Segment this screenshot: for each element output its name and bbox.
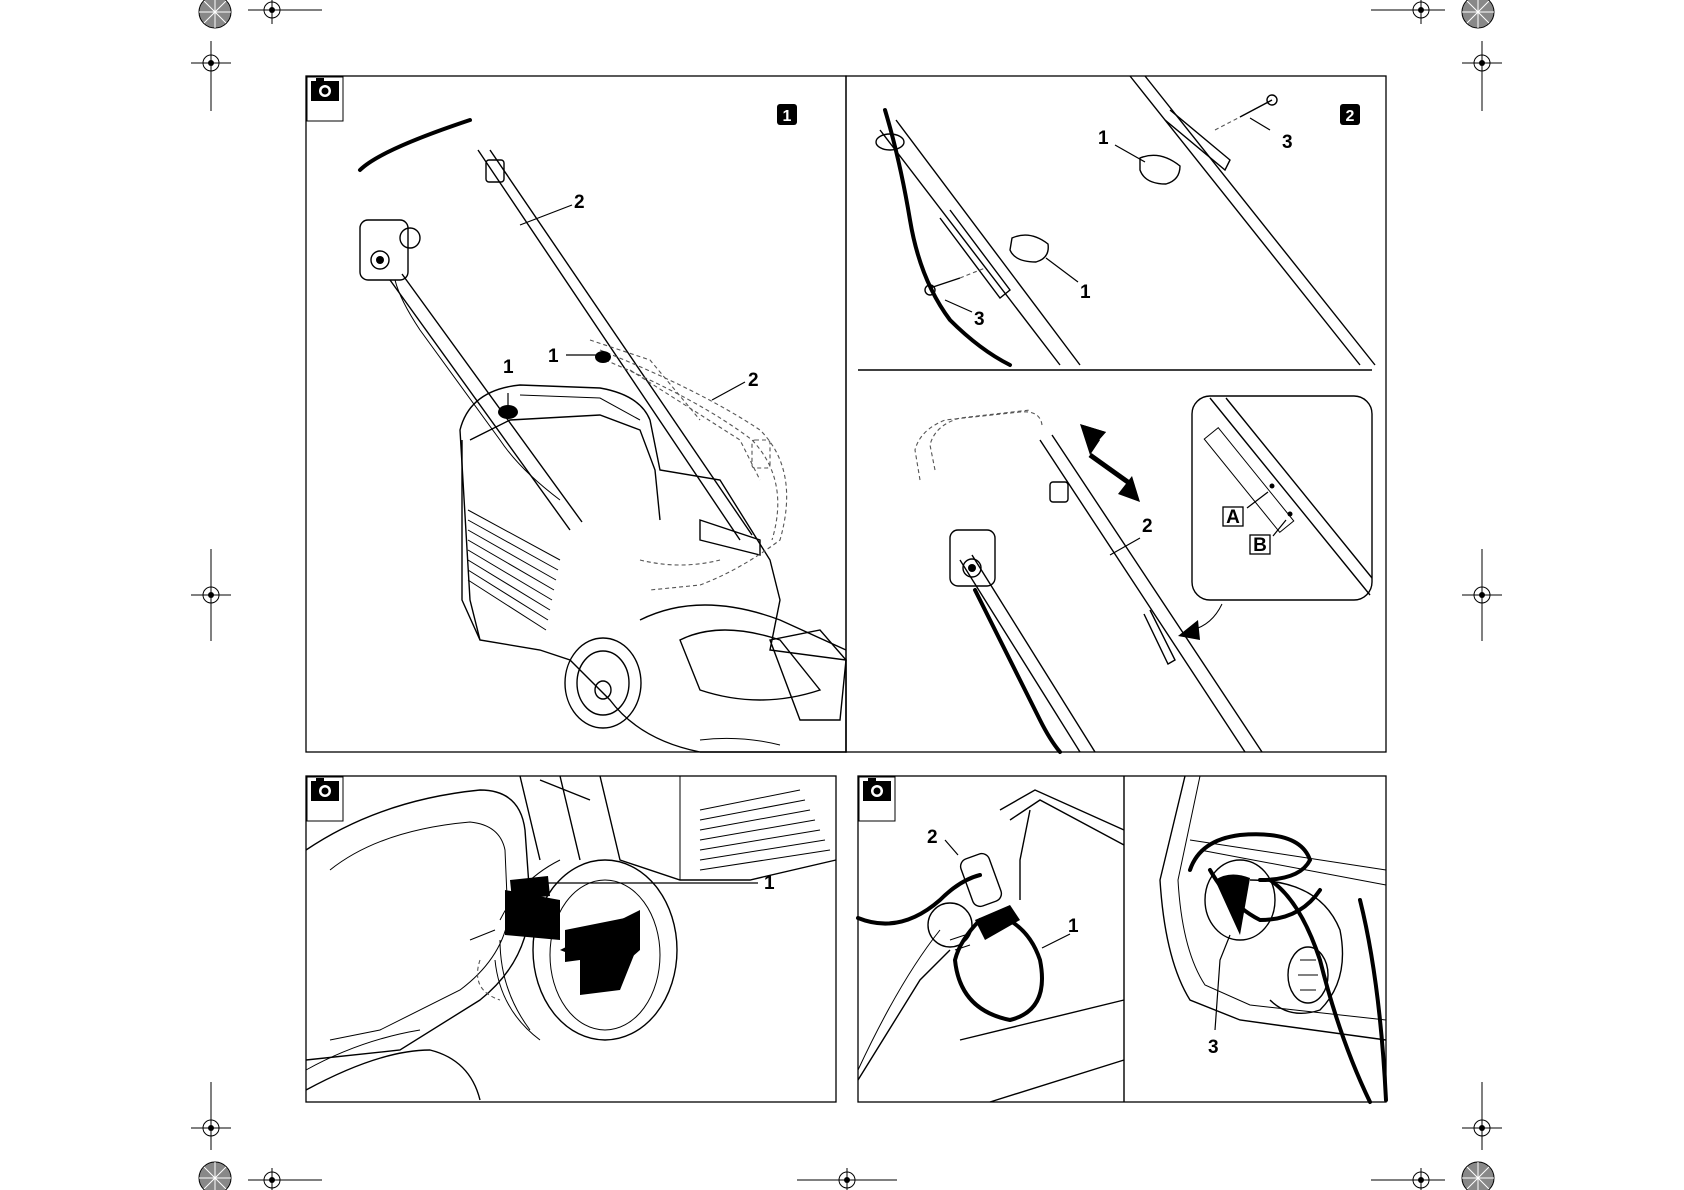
- mower-closeup: [306, 776, 836, 1100]
- figure-1-handle-assembly: 1: [306, 76, 846, 752]
- crosshair-registration-icon: [191, 549, 231, 641]
- handle-height-adjust: 2 A B: [915, 396, 1372, 752]
- figure-2-handle-adjustment: 2 1 3 1 3: [846, 76, 1386, 752]
- rear-wheel: [565, 638, 641, 728]
- figure-2-frame: [846, 76, 1386, 752]
- detail-inset: A B: [1192, 396, 1372, 600]
- cable-plug-left: 2 1: [858, 790, 1124, 1102]
- crosshair-registration-icon: [1462, 41, 1502, 111]
- inset-label-b: B: [1253, 535, 1267, 556]
- figure-4-cable-strain-relief: 2 1 3: [858, 776, 1386, 1102]
- crosshair-registration-icon: [248, 1168, 322, 1190]
- figure-4-frame: [858, 776, 1386, 1102]
- starburst-target-icon: [1462, 0, 1494, 28]
- callout-label: 2: [748, 370, 759, 391]
- camera-icon: [307, 77, 343, 121]
- callout-label: 1: [764, 873, 775, 894]
- tube-assembly-top: 1 3 1 3: [876, 76, 1375, 365]
- cable-strain-relief-right: 3: [1160, 776, 1386, 1102]
- starburst-target-icon: [199, 1162, 231, 1190]
- direction-arrow-icon: [560, 900, 640, 995]
- crosshair-registration-icon: [1371, 0, 1445, 24]
- crosshair-registration-icon: [191, 1082, 231, 1150]
- crosshair-registration-icon: [1371, 1168, 1445, 1190]
- crosshair-registration-icon: [797, 1168, 897, 1190]
- callout-label: 2: [927, 827, 938, 848]
- starburst-target-icon: [1462, 1162, 1494, 1190]
- callout-label: 3: [1208, 1037, 1219, 1058]
- callout-label: 1: [1068, 916, 1079, 937]
- callout-label: 1: [548, 346, 559, 367]
- svg-text:2: 2: [1346, 108, 1355, 125]
- crosshair-registration-icon: [191, 41, 231, 111]
- callout-label: 3: [1282, 132, 1293, 153]
- figure-3-height-lever: 1: [306, 776, 836, 1102]
- handle-solid: [342, 109, 760, 555]
- crosshair-registration-icon: [1462, 1082, 1502, 1150]
- grille-lines: [468, 510, 560, 630]
- camera-icon: [307, 777, 343, 821]
- inset-label-a: A: [1226, 507, 1240, 528]
- crosshair-registration-icon: [1462, 549, 1502, 641]
- figure-number-badge: 1: [777, 104, 797, 125]
- svg-text:1: 1: [783, 108, 792, 125]
- callout-label: 1: [1098, 128, 1109, 149]
- crosshair-registration-icon: [248, 0, 322, 24]
- camera-icon: [859, 777, 895, 821]
- starburst-target-icon: [199, 0, 231, 28]
- mower-body: [460, 385, 846, 752]
- callout-label: 2: [574, 192, 585, 213]
- callout-label: 1: [503, 357, 514, 378]
- callout-label: 2: [1142, 516, 1153, 537]
- callout-label: 3: [974, 309, 985, 330]
- figure-number-badge: 2: [1340, 104, 1360, 125]
- callout-label: 1: [1080, 282, 1091, 303]
